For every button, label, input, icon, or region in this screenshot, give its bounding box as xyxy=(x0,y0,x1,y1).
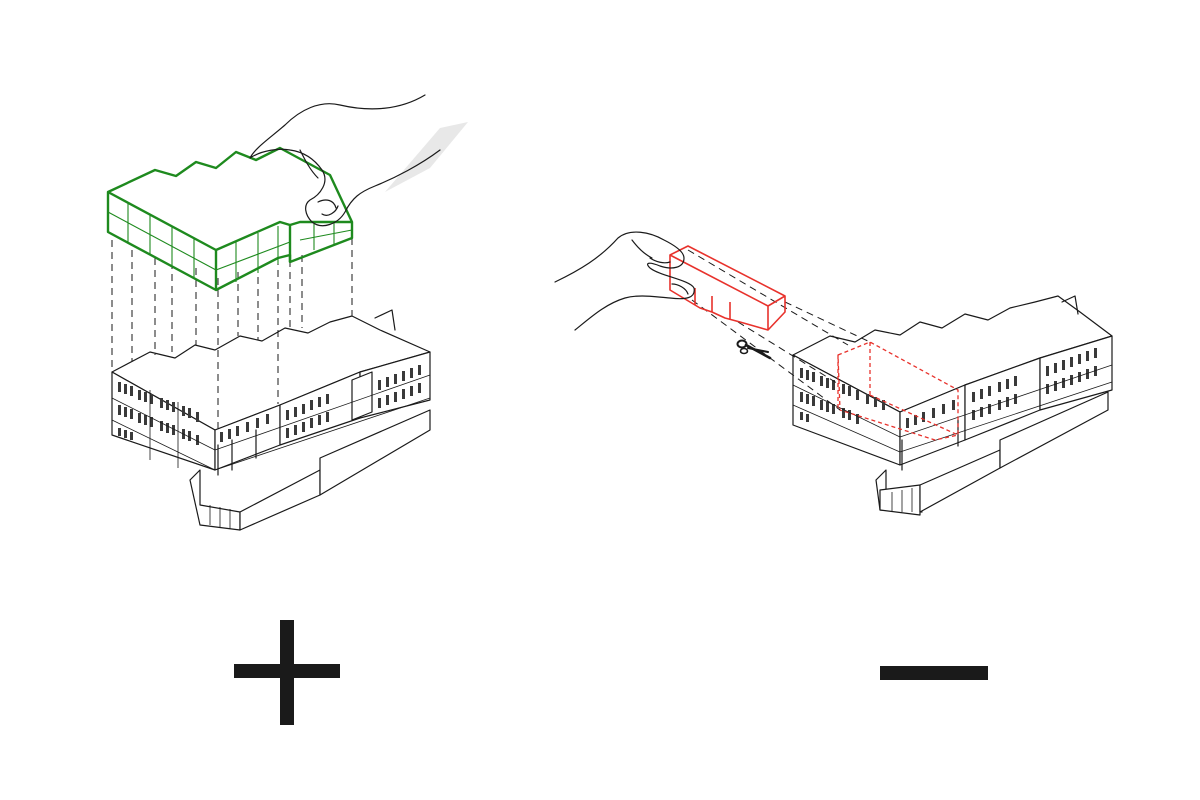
added-volume xyxy=(106,146,354,292)
scissors-icon xyxy=(736,339,772,360)
removed-volume-outline xyxy=(669,245,786,331)
added-volume-edges xyxy=(107,190,352,290)
added-volume-outline xyxy=(106,146,354,292)
projection-lines-removal xyxy=(687,249,871,411)
plus-icon: + xyxy=(234,620,340,725)
hand-icon xyxy=(249,94,468,227)
existing-building-right xyxy=(792,295,1113,516)
projection-lines-addition xyxy=(111,238,353,430)
addition-panel: + xyxy=(106,94,468,725)
added-volume-grid xyxy=(107,202,353,282)
hand-icon xyxy=(554,231,695,331)
removed-volume xyxy=(669,245,786,331)
existing-building-left xyxy=(111,309,431,531)
removal-panel: − xyxy=(554,231,1113,680)
minus-icon: − xyxy=(880,666,988,680)
